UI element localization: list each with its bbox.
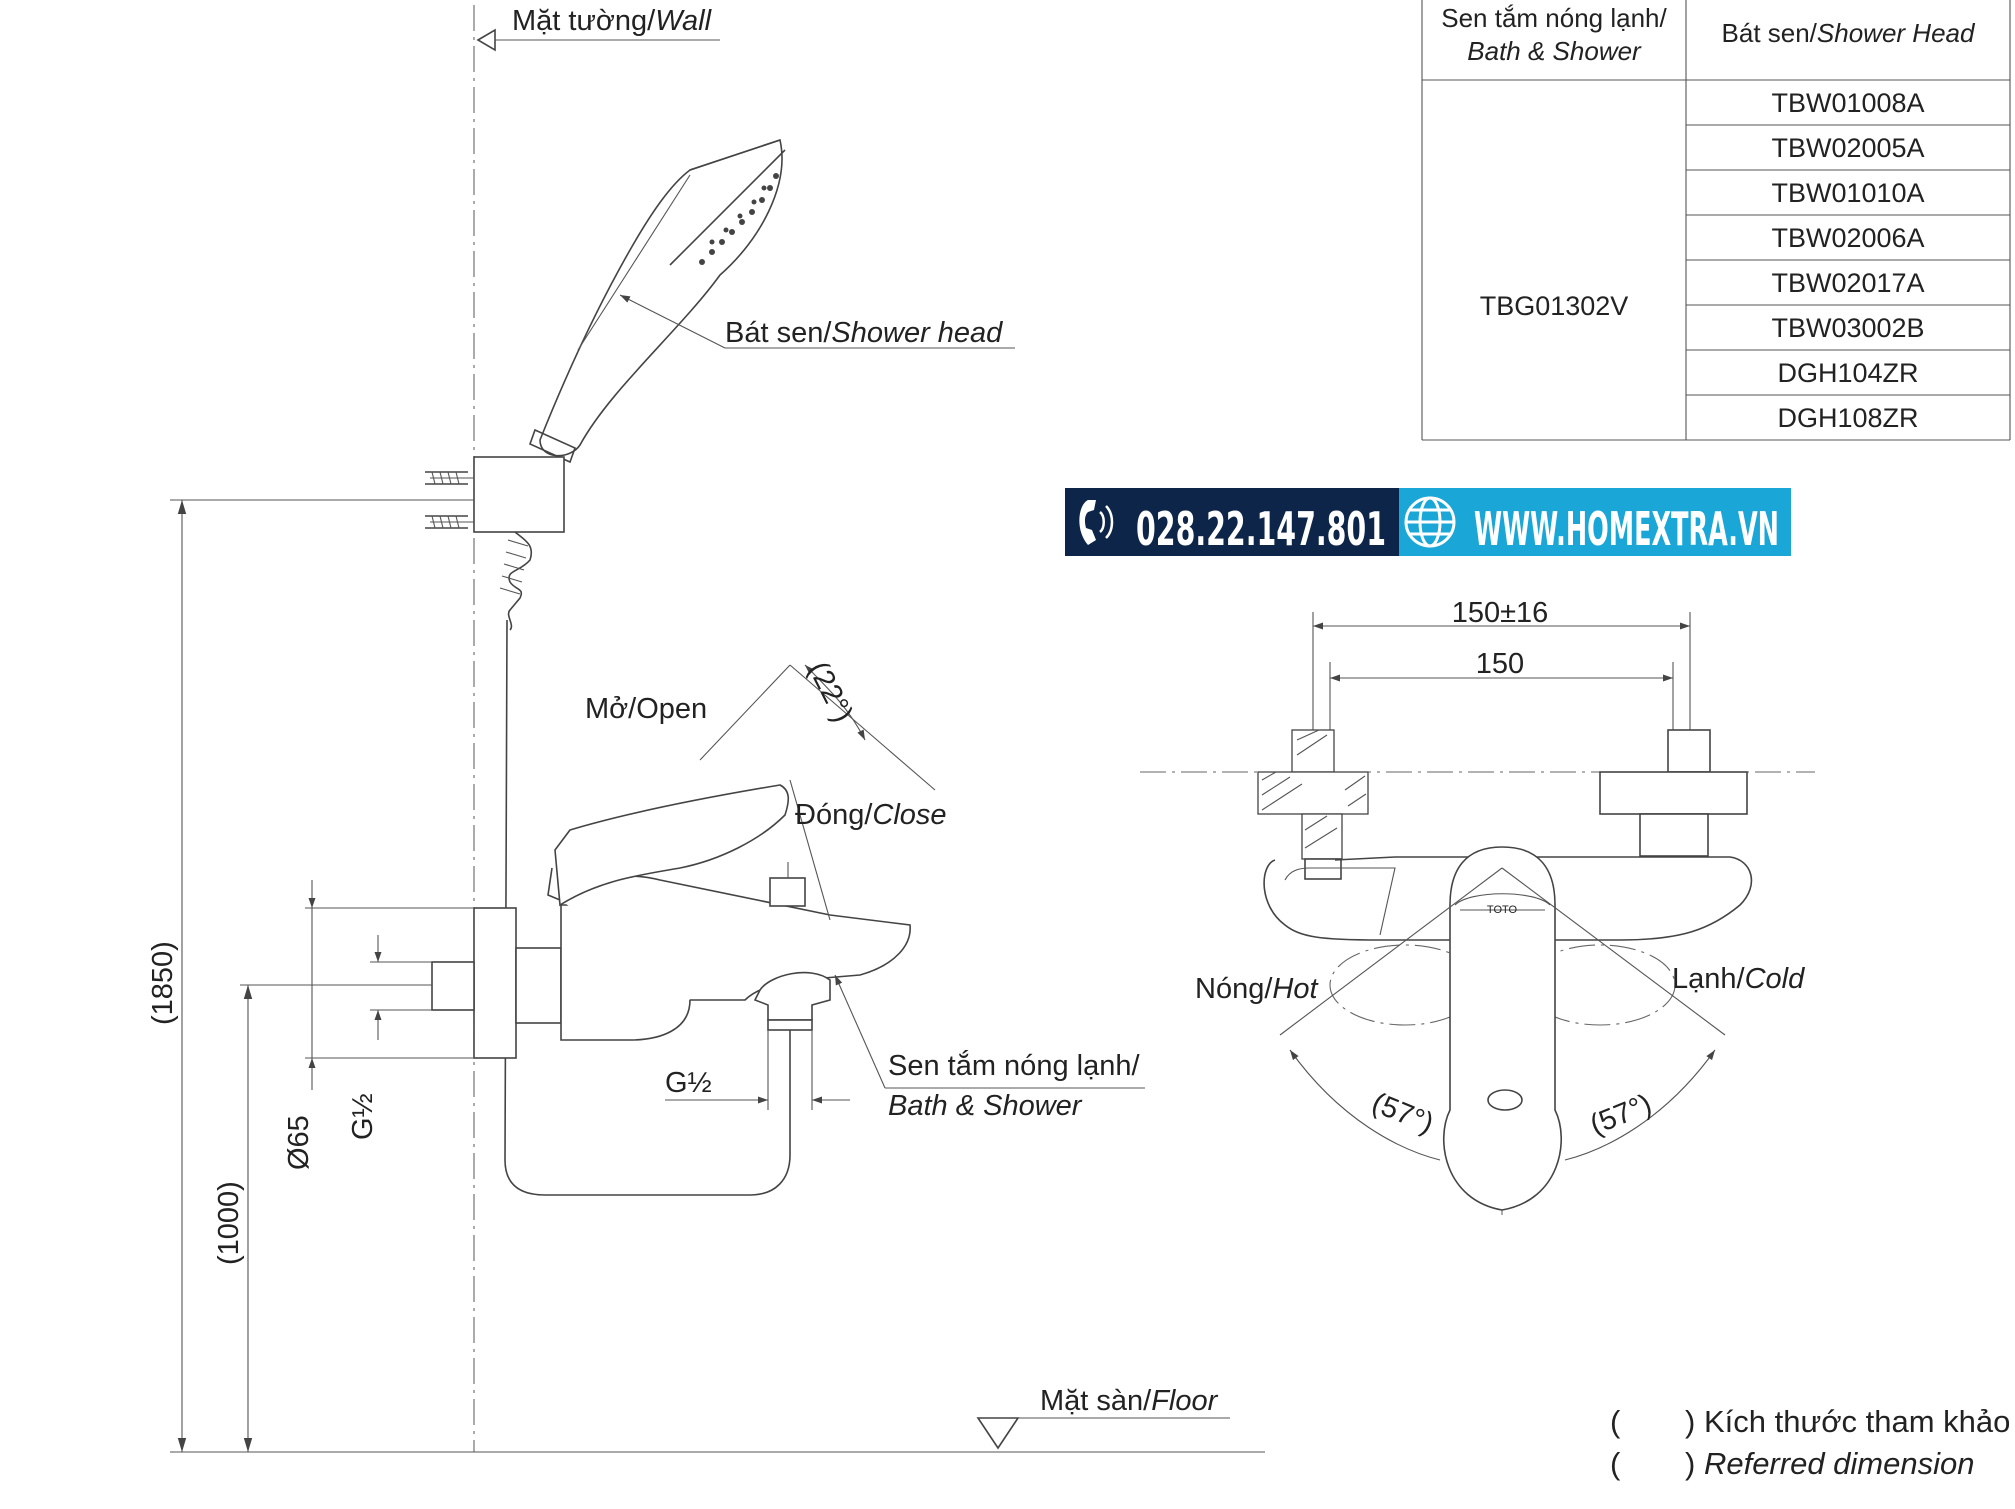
side-view: Mặt tường/Wall Bát sen/Shower head	[147, 5, 1265, 1453]
model-table: Sen tắm nóng lạnh/ Bath & Shower Bát sen…	[1421, 0, 2011, 441]
wall-bracket	[425, 456, 565, 533]
shower-head-label: Bát sen/Shower head	[725, 317, 1003, 349]
hose-coil	[507, 531, 533, 631]
height-1850-label: (1850)	[147, 941, 179, 1025]
g-half-left-label: G½	[347, 1093, 379, 1140]
floor-marker-icon	[976, 1417, 1020, 1450]
table-shower-head-cell: DGH108ZR	[1777, 403, 1918, 433]
wall-marker-icon	[476, 28, 496, 52]
phone-icon	[1079, 500, 1114, 545]
front-view: 150±16 150 TOTO Nóng/Hot Lạnh/Cold	[1140, 597, 1815, 1215]
dimension-legend: ( ) Kích thước tham khảo ( ) Referred di…	[1610, 1404, 2010, 1481]
table-shower-head-cell: DGH104ZR	[1777, 358, 1918, 388]
brand-mark: TOTO	[1487, 904, 1518, 916]
phone-number[interactable]: 028.22.147.801	[1136, 502, 1386, 556]
mixer-label: Sen tắm nóng lạnh/	[888, 1049, 1140, 1082]
mixer-lever-front	[1443, 846, 1562, 1211]
svg-text:(: (	[1610, 1404, 1621, 1439]
mixer-front-body	[1263, 856, 1753, 941]
table-shower-head-cell: TBW02005A	[1771, 133, 1924, 163]
close-label: Đóng/Close	[795, 799, 947, 831]
table-header-mixer: Sen tắm nóng lạnh/	[1441, 3, 1667, 33]
cold-label: Lạnh/Cold	[1672, 963, 1805, 995]
dim-150-label: 150	[1476, 648, 1524, 680]
table-mixer-model: TBG01302V	[1480, 291, 1629, 321]
mixer-side	[431, 784, 911, 1059]
svg-text:) Referred dimension: ) Referred dimension	[1685, 1446, 1974, 1481]
svg-text:(: (	[1610, 1446, 1621, 1481]
legend-en: Referred dimension	[1704, 1446, 1975, 1481]
website-url[interactable]: WWW.HOMEXTRA.VN	[1474, 502, 1779, 556]
mixer-label-en: Bath & Shower	[888, 1090, 1083, 1122]
table-shower-head-cell: TBW01010A	[1771, 178, 1924, 208]
height-1000-label: (1000)	[213, 1181, 245, 1265]
table-shower-head-cell: TBW03002B	[1771, 313, 1924, 343]
table-header-shower-head: Bát sen/Shower Head	[1722, 18, 1976, 48]
dia65-label: Ø65	[283, 1115, 315, 1170]
g-half-bottom-label: G½	[665, 1067, 712, 1099]
table-shower-head-cell: TBW02006A	[1771, 223, 1924, 253]
globe-icon	[1404, 496, 1456, 548]
contact-banner[interactable]: 028.22.147.801 WWW.HOMEXTRA.VN	[1065, 488, 1791, 556]
open-label: Mở/Open	[585, 693, 707, 725]
table-shower-head-cell: TBW02017A	[1771, 268, 1924, 298]
floor-label: Mặt sàn/Floor	[1040, 1385, 1219, 1417]
hot-label: Nóng/Hot	[1195, 973, 1319, 1005]
dim-150-16-label: 150±16	[1452, 597, 1549, 629]
angle-left-label: (57°)	[1367, 1087, 1438, 1140]
wall-label: Mặt tường/Wall	[512, 5, 713, 37]
svg-text:) Kích thước tham khảo: ) Kích thước tham khảo	[1685, 1404, 2010, 1439]
angle-right-label: (57°)	[1586, 1088, 1657, 1141]
table-header-mixer-en: Bath & Shower	[1467, 36, 1642, 66]
hand-shower	[528, 138, 786, 464]
legend-vi: Kích thước tham khảo	[1704, 1404, 2010, 1439]
table-shower-head-cell: TBW01008A	[1771, 88, 1924, 118]
open-angle-label: (22°)	[802, 657, 859, 728]
